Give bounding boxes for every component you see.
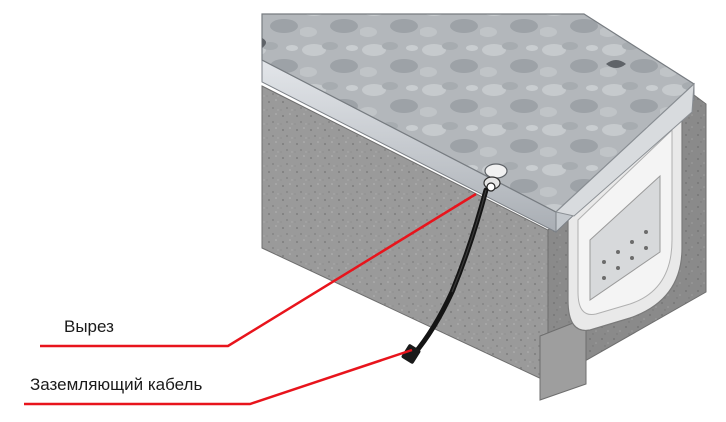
callout-line-cable [24, 348, 413, 406]
callout-label-cut: Вырез [64, 317, 114, 336]
channel-opening [567, 108, 683, 332]
liner-holes [602, 230, 648, 280]
grating-top [261, 13, 695, 217]
callout-line-cut [40, 192, 477, 348]
callout-label-grounding-cable: Заземляющий кабель [30, 375, 203, 394]
grounding-cable [401, 187, 489, 364]
cutout-hole [483, 163, 508, 192]
